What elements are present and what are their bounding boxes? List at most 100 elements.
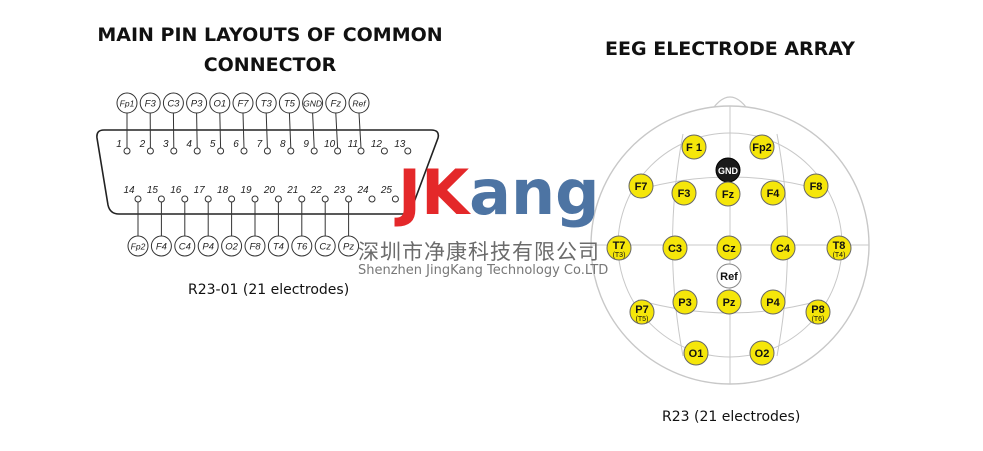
bottom-label-p4: P4 — [202, 242, 214, 253]
electrode-sublabel-t8: (T4) — [833, 252, 846, 259]
electrode-t8 — [826, 235, 852, 261]
connector-title: MAIN PIN LAYOUTS OF COMMON CONNECTOR — [60, 20, 480, 80]
top-label-c3: C3 — [167, 99, 180, 110]
electrode-p8 — [805, 299, 831, 325]
top-label-p3: P3 — [191, 99, 203, 110]
electrode-label-f3: F3 — [678, 188, 691, 200]
bottom-pin-number-16: 16 — [170, 185, 182, 196]
eeg-array-title: EEG ELECTRODE ARRAY — [605, 38, 855, 60]
connector-title-line2: CONNECTOR — [203, 54, 337, 76]
electrode-label-p4: P4 — [766, 297, 780, 309]
top-pin-number-6: 6 — [233, 139, 239, 150]
top-label-fz: Fz — [331, 99, 342, 110]
top-pin-number-9: 9 — [303, 139, 309, 150]
electrode-ref — [716, 263, 742, 289]
top-wire-5 — [219, 112, 222, 149]
electrode-label-f8: F8 — [810, 181, 823, 193]
top-pin-number-11: 11 — [348, 139, 358, 150]
bottom-pin-number-20: 20 — [263, 185, 276, 196]
connector-caption: R23-01 (21 electrodes) — [188, 282, 350, 298]
electrode-label-ref: Ref — [720, 271, 738, 283]
electrode-f4 — [760, 180, 786, 206]
electrode-label-o1: O1 — [689, 348, 704, 360]
top-wire-11 — [358, 112, 362, 149]
electrode-sublabel-p7: (T5) — [636, 316, 649, 323]
top-pin-12 — [380, 147, 388, 155]
connector-title-line1: MAIN PIN LAYOUTS OF COMMON — [97, 24, 443, 46]
electrode-label-f1: F 1 — [686, 142, 702, 154]
electrode-label-t8: T8 — [833, 240, 846, 252]
electrode-fz — [715, 181, 741, 207]
top-pin-number-12: 12 — [371, 139, 383, 150]
top-wire-10 — [335, 112, 339, 149]
bottom-label-o2: O2 — [225, 242, 238, 253]
electrode-f8 — [803, 173, 829, 199]
top-pin-number-10: 10 — [324, 139, 336, 150]
top-wire-7 — [265, 112, 268, 149]
electrode-o1 — [683, 340, 709, 366]
eeg-array-caption: R23 (21 electrodes) — [662, 409, 801, 425]
top-label-t3: T3 — [261, 99, 273, 110]
logo-letters-ang: ang — [469, 156, 600, 229]
bottom-pin-number-21: 21 — [286, 185, 298, 196]
electrode-label-fz: Fz — [722, 189, 735, 201]
top-label-f7: F7 — [237, 99, 249, 110]
electrode-p3 — [672, 289, 698, 315]
top-pin-number-7: 7 — [257, 139, 263, 150]
bottom-pin-number-17: 17 — [194, 185, 206, 196]
top-pin-number-1: 1 — [116, 139, 122, 150]
electrode-label-t7: T7 — [613, 240, 626, 252]
bottom-label-t4: T4 — [273, 242, 284, 253]
top-pin-13 — [404, 147, 412, 155]
electrode-label-f4: F4 — [767, 188, 781, 200]
watermark-logo: JKang — [398, 162, 599, 224]
top-wire-4 — [196, 112, 198, 149]
bottom-pin-25 — [391, 195, 399, 203]
bottom-label-f4: F4 — [156, 242, 167, 253]
top-wire-9 — [312, 112, 315, 149]
electrode-sublabel-t7: (T3) — [613, 252, 626, 259]
electrode-label-f7: F7 — [635, 181, 648, 193]
bottom-pin-number-25: 25 — [380, 185, 393, 196]
bottom-pin-number-23: 23 — [333, 185, 346, 196]
electrode-label-c4: C4 — [776, 243, 791, 255]
electrode-fp2 — [749, 134, 775, 160]
bottom-pin-number-19: 19 — [240, 185, 252, 196]
top-pin-number-13: 13 — [394, 139, 406, 150]
bottom-pin-number-24: 24 — [356, 185, 369, 196]
top-wire-8 — [288, 112, 292, 149]
bottom-label-f8: F8 — [249, 242, 261, 253]
electrode-label-p7: P7 — [635, 304, 648, 316]
electrode-pz — [716, 289, 742, 315]
bottom-label-t6: T6 — [296, 242, 308, 253]
top-pin-number-2: 2 — [139, 139, 146, 150]
top-label-o1: O1 — [213, 99, 226, 110]
top-label-gnd: GND — [303, 99, 322, 109]
electrode-f3 — [671, 180, 697, 206]
electrode-label-p3: P3 — [678, 297, 691, 309]
bottom-label-pz: Pz — [343, 242, 354, 253]
watermark-chinese: 深圳市净康科技有限公司 — [358, 240, 600, 264]
top-label-fp1: Fp1 — [120, 99, 135, 109]
bottom-pin-number-14: 14 — [123, 185, 135, 196]
electrode-label-fp2: Fp2 — [752, 142, 772, 154]
top-pin-number-5: 5 — [210, 139, 216, 150]
electrode-c3 — [662, 235, 688, 261]
electrode-label-o2: O2 — [755, 348, 770, 360]
bottom-pin-number-15: 15 — [147, 185, 159, 196]
electrode-label-c3: C3 — [668, 243, 682, 255]
electrode-f7 — [628, 173, 654, 199]
top-pin-number-4: 4 — [186, 139, 192, 150]
electrode-t7 — [606, 235, 632, 261]
electrode-label-gnd: GND — [718, 166, 739, 176]
watermark-english: Shenzhen JingKang Technology Co.LTD — [358, 263, 609, 278]
logo-letter-j: J — [398, 156, 422, 229]
bottom-label-cz: Cz — [319, 242, 331, 253]
bottom-pin-24 — [368, 195, 376, 203]
top-wire-6 — [242, 112, 245, 149]
electrode-label-p8: P8 — [811, 304, 824, 316]
electrode-label-pz: Pz — [723, 297, 736, 309]
top-label-ref: Ref — [352, 99, 367, 109]
